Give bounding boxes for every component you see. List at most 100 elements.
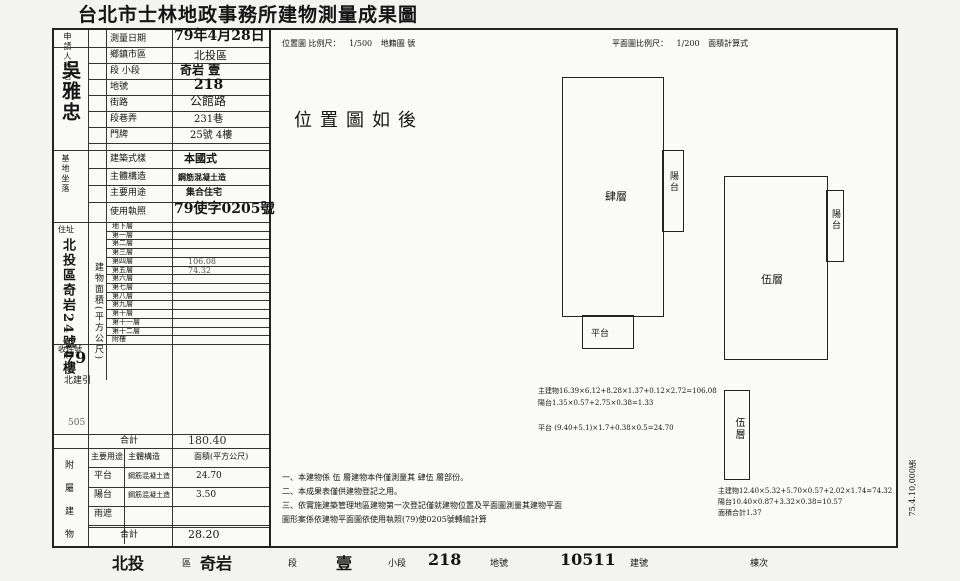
plan-b-main-floor: 伍層 [724, 176, 828, 360]
annex-label: 附屬建物 [63, 460, 73, 552]
left-form-panel: 申請人姓名 吳雅忠 測量日期 79年4月28日 鄉鎮市區 北投區 段 小段 奇岩… [54, 28, 275, 552]
bottom-bar: 北投 區 奇岩 段 壹 小段 218 地號 10511 建號 棟次 [50, 548, 910, 574]
receipt-number: 505 [68, 418, 86, 428]
structure-value: 鋼筋混凝土造 [178, 172, 226, 182]
plan-b-formula-3: 面積合計1.37 [718, 509, 762, 517]
bottom-section: 奇岩 [200, 554, 233, 573]
floor-row-label: 第五層 [112, 265, 133, 274]
annex-row-struct: 鋼筋混凝土造 [128, 491, 170, 499]
plan-a-platform: 平台 [582, 315, 634, 349]
plan-b-balcony: 陽台 [826, 190, 844, 262]
plan-a-main-floor: 肆層 [562, 77, 664, 317]
floor-row-label: 第八層 [112, 291, 133, 300]
street-value: 公館路 [190, 94, 227, 108]
plan-b-formula-1: 主建物12.40×5.32+5.70×0.57+2.02×1.74=74.32 [718, 487, 893, 495]
document-title: 台北市士林地政事務所建物測量成果圖 [78, 4, 419, 26]
floor-row-label: 第九層 [112, 300, 133, 309]
plan-a-platform-label: 平台 [591, 329, 610, 339]
survey-sheet: 申請人姓名 吳雅忠 測量日期 79年4月28日 鄉鎮市區 北投區 段 小段 奇岩… [52, 28, 898, 552]
scale-left-block: 位置圖 比例尺： 1/500 地籍圖 號 [282, 38, 415, 49]
receipt-office: 北建引 [64, 376, 92, 386]
bottom-subsection: 壹 [336, 554, 353, 573]
date-label: 測量日期 [110, 34, 147, 44]
lot-label: 地號 [110, 82, 129, 92]
note-2: 二、本成果表僅供建物登記之用。 [282, 487, 402, 496]
district-value: 北投區 [194, 49, 227, 62]
date-value: 79年4月28日 [174, 28, 265, 44]
notes-block: 一、本建物係 伍 層建物本件僅測量其 肆伍 層部份。 二、本成果表僅供建物登記之… [282, 471, 562, 527]
plan-a-formula-1: 主建物16.39×6.12+8.28×1.37+0.12×2.72=106.08 [538, 387, 717, 395]
position-note: 位置圖如後 [294, 110, 424, 131]
floor-row-label: 第七層 [112, 283, 133, 291]
section-label: 段 小段 [110, 66, 140, 76]
door-label: 門牌 [110, 130, 129, 140]
bottom-duan-label: 段 [288, 559, 298, 569]
plan-a-balcony-label: 陽台 [668, 171, 678, 193]
annex-row-use: 平台 [94, 471, 113, 481]
license-label: 使用執照 [110, 207, 147, 217]
plan-a-main-label: 肆層 [605, 190, 627, 203]
note-3: 三、依實施建築管理地區建物第一次登記僅就建物位置及平面圖測量其建物平面 [282, 501, 562, 510]
structure-label: 主體構造 [110, 172, 147, 182]
scale-right-suffix: 面積計算式 [708, 39, 749, 48]
floor-row-label: 第十層 [112, 309, 133, 318]
section-value: 奇岩 壹 [180, 63, 221, 77]
floor-row-value: 106.08 [188, 256, 216, 266]
style-value: 本國式 [184, 152, 217, 165]
use-label: 主要用途 [110, 188, 147, 198]
annex-row-area: 3.50 [196, 490, 217, 500]
plan-b-main-label: 伍層 [761, 273, 783, 286]
total-value: 180.40 [188, 434, 227, 447]
annex-row-struct: 鋼筋混凝土造 [128, 472, 170, 480]
build-label: 基地坐落 [61, 154, 70, 194]
address-value: 北投區奇岩24號4樓 [60, 238, 75, 377]
receipt-year: 79 [64, 348, 87, 367]
license-value: 79使字0205號 [174, 201, 275, 217]
note-4: 圖形案係依建物平面圖依使用執照(79)使0205號轉繪計算 [282, 515, 487, 524]
bottom-lot-label: 地號 [490, 559, 509, 569]
style-label: 建築式樣 [110, 154, 147, 164]
annex-row-area: 24.70 [196, 471, 222, 481]
bottom-section-label: 區 [182, 559, 192, 569]
print-stamp: 75.4.10,000張 [908, 460, 917, 517]
bottom-building-label: 建號 [630, 559, 649, 569]
floor-row-label: 第十一層 [112, 317, 140, 326]
annex-total-label: 合計 [120, 530, 139, 540]
use-value: 集合住宅 [186, 188, 223, 198]
receipt-label: 收件號 [58, 345, 82, 354]
floor-row-label: 第六層 [112, 274, 133, 283]
scale-left-value: 1/500 [349, 39, 373, 48]
annex-header-use: 主要用途 [91, 452, 123, 461]
scale-right-block: 平面圖比例尺： 1/200 面積計算式 [612, 38, 748, 49]
lane-label: 段巷弄 [110, 114, 138, 124]
door-value: 25號 4樓 [190, 130, 233, 141]
floor-area-label: 建物面積(平方公尺) [93, 262, 103, 362]
note-1: 一、本建物係 伍 層建物本件僅測量其 肆伍 層部份。 [282, 473, 469, 482]
bottom-lot: 218 [428, 550, 462, 569]
bottom-district: 北投 [112, 554, 145, 573]
plan-a-formula-2: 陽台1.35×0.57+2.75×0.38=1.33 [538, 399, 654, 407]
annex-row-use: 陽台 [94, 490, 113, 500]
annex-total-value: 28.20 [188, 528, 220, 541]
plan-b-balcony-label: 陽台 [830, 209, 840, 231]
bottom-subsection-label: 小段 [388, 559, 407, 569]
scale-right-label: 平面圖比例尺： [612, 39, 668, 48]
annex-row-use: 雨遮 [94, 509, 113, 519]
applicant-label: 申請人姓名 [63, 32, 72, 82]
lane-value: 231巷 [194, 114, 224, 125]
scale-left-label: 位置圖 比例尺： [282, 39, 341, 48]
street-label: 街路 [110, 98, 129, 108]
bottom-building-no: 10511 [560, 550, 616, 569]
lot-value: 218 [194, 77, 224, 93]
plan-b-platform: 伍層 [724, 390, 750, 480]
annex-header-struct: 主體構造 [128, 452, 160, 461]
district-label: 鄉鎮市區 [110, 50, 147, 60]
scale-left-suffix: 地籍圖 號 [380, 39, 416, 48]
plan-b-platform-label: 伍層 [733, 417, 744, 441]
annex-header-area: 面積(平方公尺) [194, 452, 249, 461]
scale-right-value: 1/200 [676, 39, 700, 48]
bottom-category: 棟次 [750, 559, 769, 569]
total-label: 合計 [120, 436, 139, 446]
plan-a-balcony: 陽台 [662, 150, 684, 232]
floor-row-value: 74.32 [188, 265, 211, 275]
